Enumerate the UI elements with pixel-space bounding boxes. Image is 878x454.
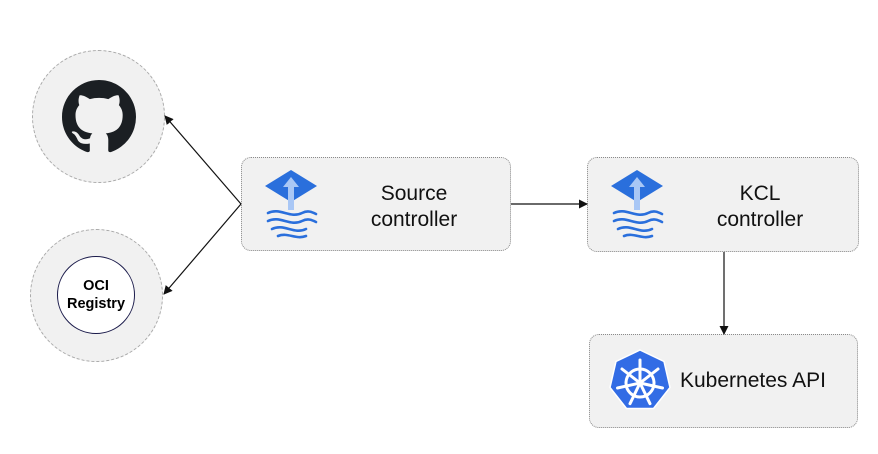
source-controller-label-line2: controller [370, 208, 458, 231]
flux-icon [265, 170, 318, 239]
oci-registry-label-line2: Registry [66, 296, 126, 312]
github-icon [62, 80, 136, 153]
kcl-controller-label-line2: controller [716, 208, 804, 231]
source-controller-label-line1: Source [380, 182, 448, 205]
kubernetes-helm-icon [609, 349, 671, 410]
github-node [32, 50, 165, 183]
kcl-controller-label-line1: KCL [739, 182, 781, 205]
source-controller-label: Source controller [338, 181, 490, 233]
flux-icon [611, 170, 664, 239]
kubernetes-api-label: Kubernetes API [680, 369, 826, 392]
oci-registry-badge: OCI Registry [57, 256, 135, 334]
arrow-source-to-github [164, 115, 242, 205]
arrow-source-to-oci [163, 203, 242, 295]
kcl-controller-label: KCL controller [680, 181, 840, 233]
oci-registry-label-line1: OCI [83, 278, 109, 294]
